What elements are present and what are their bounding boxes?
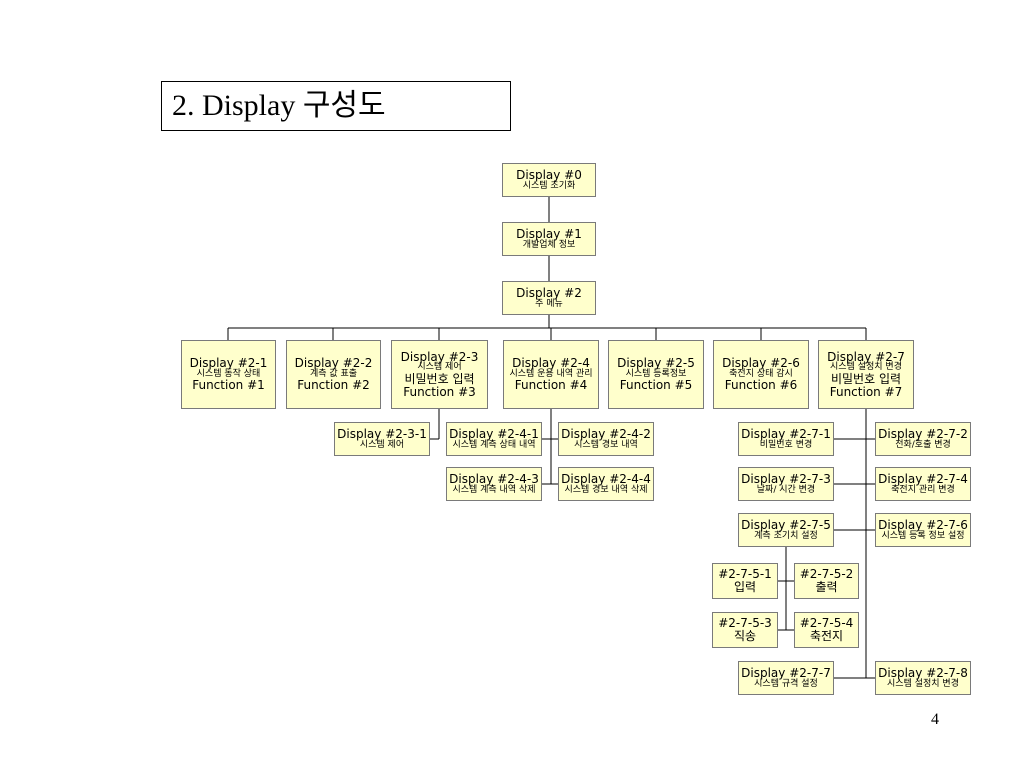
- node-display-2-7-line-3: 비밀번호 입력: [830, 371, 902, 386]
- node-display-2-7-2-line-2: 전화/호출 변경: [895, 439, 951, 450]
- node-display-2-7-7-line-1: Display #2-7-7: [741, 665, 831, 680]
- node-2-7-5-4-line-2: 축전지: [809, 629, 844, 643]
- node-display-2-7-line-1: Display #2-7: [827, 349, 905, 364]
- node-display-2-2-line-3: Function #2: [297, 378, 370, 393]
- node-display-2-4-3-line-2: 시스템 계측 내역 삭제: [452, 484, 536, 495]
- node-display-2-7-1-line-1: Display #2-7-1: [741, 426, 831, 441]
- node-display-2-2-line-1: Display #2-2: [294, 356, 373, 371]
- node-display-2: Display #2 주 메뉴: [502, 281, 596, 315]
- node-2-7-5-4-line-1: #2-7-5-4: [799, 616, 854, 631]
- node-2-7-5-3-line-1: #2-7-5-3: [718, 616, 772, 631]
- node-display-2-4-2-line-2: 시스템 경보 내역: [574, 439, 638, 450]
- node-2-7-5-3: #2-7-5-3 직송: [712, 612, 778, 648]
- node-display-2-7-5-line-2: 계측 초기치 설정: [754, 530, 818, 541]
- node-display-0-line-2: 시스템 초기화: [522, 180, 576, 191]
- node-2-7-5-1: #2-7-5-1 입력: [712, 563, 778, 599]
- node-display-2-7-8-line-1: Display #2-7-8: [878, 665, 968, 680]
- node-display-2-5-line-2: 시스템 등록정보: [625, 368, 687, 379]
- node-display-2-4-1-line-1: Display #2-4-1: [449, 426, 539, 441]
- node-display-2-7-4: Display #2-7-4 축전지 관리 변경: [875, 467, 971, 501]
- node-2-7-5-2-line-2: 출력: [815, 580, 838, 594]
- node-display-2-7-8: Display #2-7-8 시스템 설정치 변경: [875, 661, 971, 695]
- node-2-7-5-4: #2-7-5-4 축전지: [794, 612, 859, 648]
- node-display-2-7-2-line-1: Display #2-7-2: [878, 426, 968, 441]
- node-2-7-5-2-line-1: #2-7-5-2: [799, 567, 854, 582]
- node-display-2-2-line-2: 계측 값 표출: [309, 368, 358, 379]
- node-display-2-1-line-1: Display #2-1: [189, 356, 268, 371]
- node-2-7-5-1-line-2: 입력: [733, 580, 757, 594]
- node-display-2-7-3-line-1: Display #2-7-3: [741, 471, 831, 486]
- node-display-1-line-2: 개발업체 정보: [522, 239, 576, 250]
- node-2-7-5-3-line-2: 직송: [733, 629, 757, 643]
- node-display-2-3-line-3: 비밀번호 입력: [404, 371, 475, 386]
- page-number: 4: [931, 711, 939, 728]
- node-display-0-line-1: Display #0: [516, 167, 582, 182]
- node-2-7-5-2: #2-7-5-2 출력: [794, 563, 859, 599]
- node-display-2-7-7-line-2: 시스템 규격 설정: [754, 678, 818, 689]
- node-display-2-7: Display #2-7 시스템 설정치 변경 비밀번호 입력 Function…: [818, 340, 914, 409]
- node-display-2-7-5-line-1: Display #2-7-5: [741, 517, 831, 532]
- node-display-2-5: Display #2-5 시스템 등록정보 Function #5: [608, 340, 704, 409]
- node-display-2-3-line-1: Display #2-3: [400, 349, 479, 364]
- node-display-2-5-line-3: Function #5: [619, 378, 693, 393]
- node-display-2-7-2: Display #2-7-2 전화/호출 변경: [875, 422, 971, 456]
- node-display-2-7-7: Display #2-7-7 시스템 규격 설정: [738, 661, 834, 695]
- node-display-2-4-3: Display #2-4-3 시스템 계측 내역 삭제: [446, 467, 542, 501]
- node-display-2-4-line-2: 시스템 운용 내역 관리: [509, 368, 593, 379]
- node-display-2-line-2: 주 메뉴: [535, 298, 563, 309]
- node-display-2-7-1-line-2: 비밀번호 변경: [759, 439, 813, 450]
- node-display-2-3-line-2: 시스템 제어: [417, 362, 462, 373]
- node-display-2-4-line-1: Display #2-4: [512, 356, 590, 371]
- node-display-2-4-4: Display #2-4-4 시스템 경보 내역 삭제: [558, 467, 654, 501]
- node-2-7-5-1-line-1: #2-7-5-1: [718, 567, 772, 582]
- node-display-2-1-line-3: Function #1: [192, 378, 265, 393]
- node-display-2-4-1: Display #2-4-1 시스템 계측 상태 내역: [446, 422, 542, 456]
- node-display-2-3-1-line-1: Display #2-3-1: [337, 426, 427, 441]
- node-display-2-3-1: Display #2-3-1 시스템 제어: [334, 422, 430, 456]
- node-display-2-4-3-line-1: Display #2-4-3: [449, 471, 539, 486]
- node-display-2-7-6: Display #2-7-6 시스템 등록 정보 설정: [875, 513, 971, 547]
- node-display-2-1-line-2: 시스템 동작 상태: [196, 368, 261, 379]
- page-title: 2. Display 구성도: [161, 81, 511, 131]
- node-display-2-2: Display #2-2 계측 값 표출 Function #2: [286, 340, 381, 409]
- node-display-2-7-3-line-2: 날짜/ 시간 변경: [756, 484, 816, 495]
- node-display-2-4-1-line-2: 시스템 계측 상태 내역: [452, 439, 536, 450]
- node-display-2-7-3: Display #2-7-3 날짜/ 시간 변경: [738, 467, 834, 501]
- node-display-2-7-8-line-2: 시스템 설정치 변경: [887, 678, 959, 689]
- node-display-2-7-line-2: 시스템 설정치 변경: [830, 362, 902, 373]
- node-display-2-7-6-line-2: 시스템 등록 정보 설정: [881, 530, 965, 541]
- node-display-2-7-1: Display #2-7-1 비밀번호 변경: [738, 422, 834, 456]
- node-display-2-line-1: Display #2: [516, 285, 582, 300]
- node-display-0: Display #0 시스템 초기화: [502, 163, 596, 197]
- node-display-2-6-line-1: Display #2-6: [722, 356, 800, 371]
- node-display-2-5-line-1: Display #2-5: [617, 356, 695, 371]
- node-display-1-line-1: Display #1: [516, 226, 582, 241]
- node-display-2-4: Display #2-4 시스템 운용 내역 관리 Function #4: [503, 340, 599, 409]
- node-display-2-4-4-line-2: 시스템 경보 내역 삭제: [564, 484, 648, 495]
- node-display-2-4-line-3: Function #4: [514, 378, 588, 393]
- node-display-2-7-4-line-2: 축전지 관리 변경: [891, 484, 955, 495]
- node-display-2-6-line-3: Function #6: [724, 378, 798, 393]
- node-display-2-3-line-4: Function #3: [403, 384, 476, 399]
- node-display-2-7-line-4: Function #7: [829, 384, 903, 399]
- node-display-2-6: Display #2-6 축전지 상태 감시 Function #6: [713, 340, 809, 409]
- node-display-2-7-4-line-1: Display #2-7-4: [878, 471, 968, 486]
- node-display-2-1: Display #2-1 시스템 동작 상태 Function #1: [181, 340, 276, 409]
- node-display-2-4-4-line-1: Display #2-4-4: [561, 471, 651, 486]
- node-display-2-3-1-line-2: 시스템 제어: [359, 439, 405, 450]
- node-display-1: Display #1 개발업체 정보: [502, 222, 596, 256]
- node-display-2-3: Display #2-3 시스템 제어 비밀번호 입력 Function #3: [391, 340, 488, 409]
- node-display-2-7-6-line-1: Display #2-7-6: [878, 517, 968, 532]
- node-display-2-7-5: Display #2-7-5 계측 초기치 설정: [738, 513, 834, 547]
- node-display-2-4-2-line-1: Display #2-4-2: [561, 426, 651, 441]
- node-display-2-6-line-2: 축전지 상태 감시: [729, 368, 793, 379]
- node-display-2-4-2: Display #2-4-2 시스템 경보 내역: [558, 422, 654, 456]
